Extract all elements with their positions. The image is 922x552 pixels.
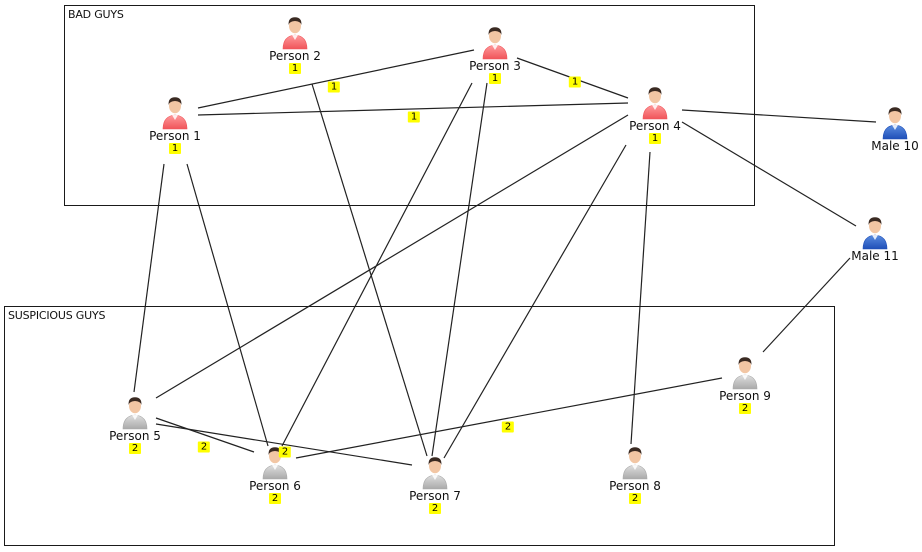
- edge-p3-p7[interactable]: [431, 82, 488, 457]
- person-icon: [622, 447, 648, 480]
- node-m11[interactable]: Male 11: [830, 214, 920, 263]
- group-bad-guys: BAD GUYS: [64, 5, 755, 206]
- edge-badge-extra: 2: [278, 446, 292, 458]
- node-label: Person 2: [269, 49, 321, 63]
- node-label: Person 8: [609, 479, 661, 493]
- person-icon: [122, 397, 148, 430]
- node-badge: 1: [168, 143, 182, 154]
- node-badge: 2: [268, 493, 282, 504]
- person-icon: [262, 447, 288, 480]
- node-badge: 1: [648, 133, 662, 144]
- person-icon: [862, 217, 888, 250]
- edge-p3-p6[interactable]: [281, 82, 473, 447]
- edge-p6-p9[interactable]: [295, 377, 723, 459]
- node-label: Person 7: [409, 489, 461, 503]
- node-label: Male 11: [851, 249, 899, 263]
- person-icon: [642, 87, 668, 120]
- edge-p1-p6[interactable]: [186, 163, 269, 447]
- edge-p1-p4[interactable]: [197, 102, 629, 116]
- group-label: SUSPICIOUS GUYS: [8, 309, 106, 322]
- edge-badge-p6-p9: 2: [501, 421, 515, 433]
- node-label: Person 5: [109, 429, 161, 443]
- edge-p4-p7[interactable]: [443, 144, 627, 459]
- node-label: Person 3: [469, 59, 521, 73]
- node-label: Person 4: [629, 119, 681, 133]
- node-badge: 2: [738, 403, 752, 414]
- edge-badge-p3-p4: 1: [568, 76, 582, 88]
- node-badge: 2: [428, 503, 442, 514]
- node-label: Male 10: [871, 139, 919, 153]
- edge-p5-p7[interactable]: [155, 423, 413, 466]
- node-label: Person 1: [149, 129, 201, 143]
- person-icon: [422, 457, 448, 490]
- person-icon: [482, 27, 508, 60]
- edge-m11-p9[interactable]: [762, 257, 851, 353]
- node-badge: 2: [628, 493, 642, 504]
- person-icon: [732, 357, 758, 390]
- edge-badge-p1-p4: 1: [407, 111, 421, 123]
- edge-badge-p1-p3: 1: [327, 81, 341, 93]
- edge-p4-m11[interactable]: [681, 121, 857, 227]
- group-label: BAD GUYS: [68, 8, 124, 21]
- person-icon: [162, 97, 188, 130]
- edge-badge-p5-p6: 2: [197, 441, 211, 453]
- person-icon: [882, 107, 908, 140]
- node-badge: 1: [488, 73, 502, 84]
- edge-p1-p3[interactable]: [197, 49, 475, 109]
- group-suspicious-guys: SUSPICIOUS GUYS: [4, 306, 835, 546]
- person-icon: [282, 17, 308, 50]
- edge-p1-p5[interactable]: [133, 163, 165, 393]
- edge-p4-m10[interactable]: [681, 109, 877, 123]
- node-label: Person 9: [719, 389, 771, 403]
- node-badge: 2: [128, 443, 142, 454]
- edge-p5-p6[interactable]: [155, 417, 255, 453]
- node-label: Person 6: [249, 479, 301, 493]
- node-badge: 1: [288, 63, 302, 74]
- node-m10[interactable]: Male 10: [850, 104, 922, 153]
- edge-p4-p5[interactable]: [155, 114, 629, 399]
- edge-p4-p8[interactable]: [630, 151, 651, 445]
